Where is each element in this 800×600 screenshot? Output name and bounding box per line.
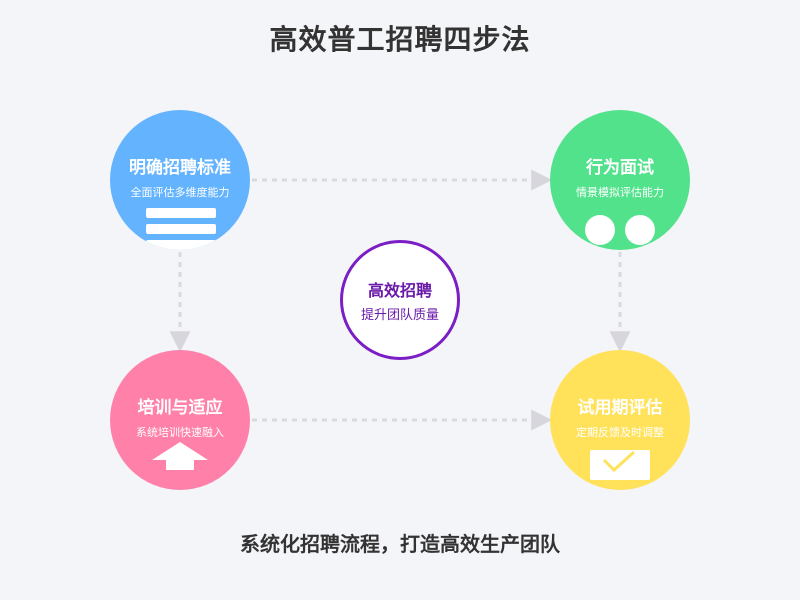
step-3-title: 培训与适应 — [137, 398, 223, 418]
step-2-title: 行为面试 — [586, 158, 654, 178]
checkmark-card-icon — [590, 450, 650, 480]
step-2-subtitle: 情景模拟评估能力 — [576, 186, 664, 199]
step-1-title: 明确招聘标准 — [129, 158, 231, 178]
center-title: 高效招聘 — [367, 281, 432, 300]
step-circle-2: 行为面试 情景模拟评估能力 — [550, 110, 690, 250]
step-4-title: 试用期评估 — [577, 398, 663, 418]
center-subtitle: 提升团队质量 — [360, 308, 439, 323]
step-circle-4: 试用期评估 定期反馈及时调整 — [550, 350, 690, 490]
document-lines-icon — [146, 208, 216, 250]
page-title: 高效普工招聘四步法 — [269, 23, 531, 56]
step-circle-1: 明确招聘标准 全面评估多维度能力 — [110, 110, 250, 250]
step-1-subtitle: 全面评估多维度能力 — [130, 186, 230, 199]
step-circle-3: 培训与适应 系统培训快速融入 — [110, 350, 250, 490]
step-3-subtitle: 系统培训快速融入 — [136, 426, 224, 439]
two-people-icon — [585, 215, 655, 250]
footer-caption: 系统化招聘流程，打造高效生产团队 — [240, 532, 560, 556]
center-hub: 高效招聘 提升团队质量 — [340, 240, 460, 360]
up-arrow-icon — [152, 442, 208, 470]
step-4-subtitle: 定期反馈及时调整 — [576, 426, 664, 439]
